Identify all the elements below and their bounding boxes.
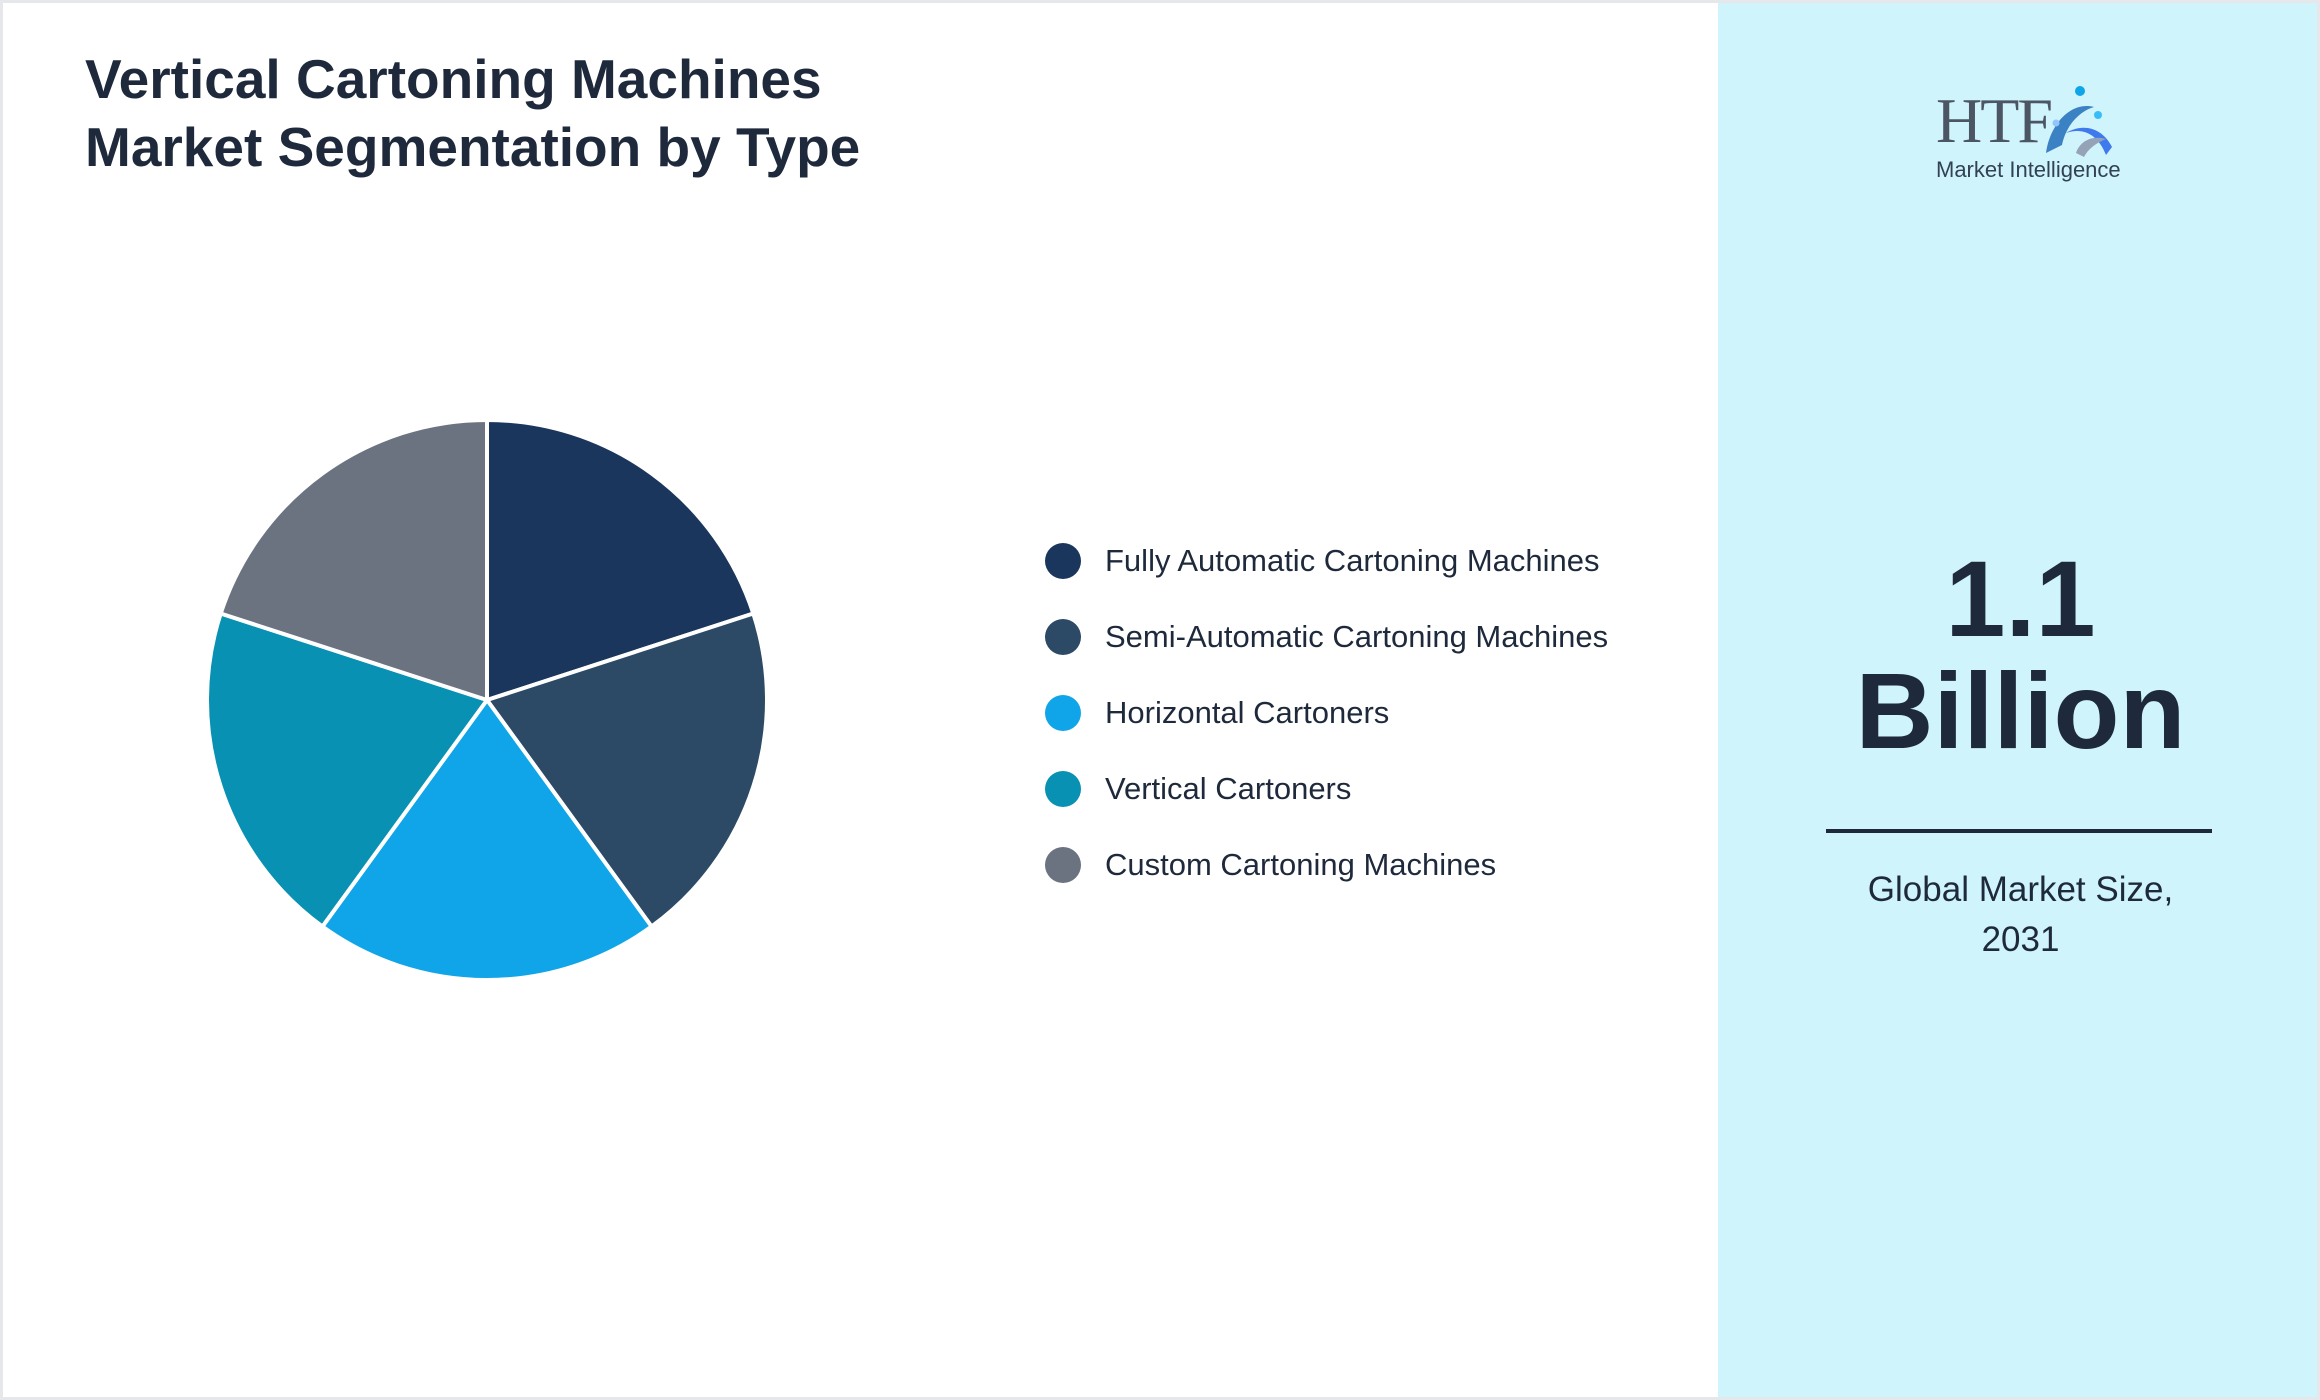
- legend-item: Horizontal Cartoners: [1045, 675, 1608, 751]
- legend-item: Fully Automatic Cartoning Machines: [1045, 523, 1608, 599]
- legend-swatch: [1045, 847, 1081, 883]
- summary-divider: [1826, 829, 2212, 833]
- caption-line-1: Global Market Size,: [1867, 870, 2174, 909]
- legend-label: Fully Automatic Cartoning Machines: [1105, 543, 1600, 578]
- pie-chart: [205, 418, 769, 982]
- market-size-number: 1.1: [1945, 538, 2096, 659]
- market-size-value: 1.1 Billion: [1718, 538, 2317, 771]
- logo-wordmark: HTF: [1936, 85, 2053, 156]
- chart-title-line-2: Market Segmentation by Type: [85, 116, 861, 178]
- legend-swatch: [1045, 695, 1081, 731]
- pie-slice-2: [485, 611, 769, 929]
- legend-swatch: [1045, 543, 1081, 579]
- chart-title-line-1: Vertical Cartoning Machines: [85, 48, 822, 110]
- pie-slice-3: [320, 698, 654, 982]
- legend-label: Horizontal Cartoners: [1105, 695, 1390, 730]
- legend-item: Semi-Automatic Cartoning Machines: [1045, 599, 1608, 675]
- chart-panel: Vertical Cartoning Machines Market Segme…: [3, 3, 1718, 1397]
- chart-title: Vertical Cartoning Machines Market Segme…: [85, 45, 860, 181]
- pie-slice-4: [205, 611, 489, 929]
- pie-slice-1: [485, 418, 756, 702]
- legend-item: Custom Cartoning Machines: [1045, 827, 1608, 903]
- legend-label: Semi-Automatic Cartoning Machines: [1105, 619, 1609, 654]
- pie-slice-5: [218, 418, 489, 702]
- legend-item: Vertical Cartoners: [1045, 751, 1608, 827]
- brand-logo: HTF Market Intelligence: [1928, 81, 2121, 191]
- caption-line-2: 2031: [1981, 920, 2060, 959]
- summary-panel: HTF Market Intelligence 1.1 Billion Glob…: [1718, 3, 2317, 1397]
- legend-swatch: [1045, 771, 1081, 807]
- market-size-unit: Billion: [1855, 650, 2186, 771]
- market-size-caption: Global Market Size, 2031: [1718, 865, 2317, 965]
- logo-swirl-icon: [2046, 86, 2112, 157]
- legend-swatch: [1045, 619, 1081, 655]
- legend-label: Vertical Cartoners: [1105, 771, 1352, 806]
- legend-label: Custom Cartoning Machines: [1105, 847, 1497, 882]
- logo-subtitle: Market Intelligence: [1936, 157, 2121, 182]
